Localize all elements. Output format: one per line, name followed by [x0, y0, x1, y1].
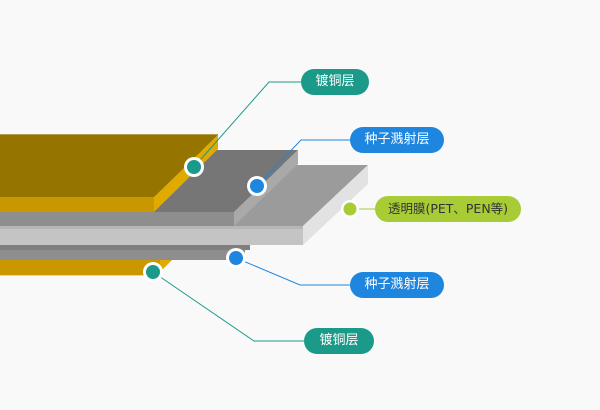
seed-layer-bottom — [0, 245, 250, 260]
leader-line-seed-top — [256, 139, 354, 187]
leader-lines — [152, 81, 382, 342]
label-seed-bottom: 种子溅射层 — [350, 272, 444, 298]
film-front-highlight — [0, 226, 303, 229]
label-seed-top: 种子溅射层 — [350, 127, 444, 153]
film-side — [303, 165, 368, 245]
marker-copper-bottom — [143, 262, 163, 282]
marker-film — [341, 200, 359, 218]
marker-dots — [143, 157, 359, 282]
copper-layer-bottom — [0, 260, 172, 276]
marker-copper-top — [184, 157, 204, 177]
film-front — [0, 226, 303, 245]
leader-line-copper-top — [193, 81, 304, 168]
copper-bottom-front — [0, 260, 160, 275]
leader-line-seed-bottom — [235, 257, 354, 286]
copper-top-front — [0, 197, 154, 212]
label-copper-bottom: 镀铜层 — [304, 328, 374, 354]
seed-top-front — [0, 212, 234, 226]
copper-bottom-bevel — [160, 260, 172, 272]
label-film: 透明膜(PET、PEN等) — [375, 196, 521, 222]
leader-line-copper-bottom — [152, 271, 304, 342]
copper-layer-top — [0, 134, 218, 212]
copper-top-bevel — [154, 135, 218, 212]
copper-top-face — [0, 135, 218, 197]
seed-bottom-shadow — [0, 245, 250, 250]
marker-seed-bottom — [226, 248, 246, 268]
marker-seed-top — [247, 176, 267, 196]
label-copper-top: 镀铜层 — [301, 69, 369, 95]
